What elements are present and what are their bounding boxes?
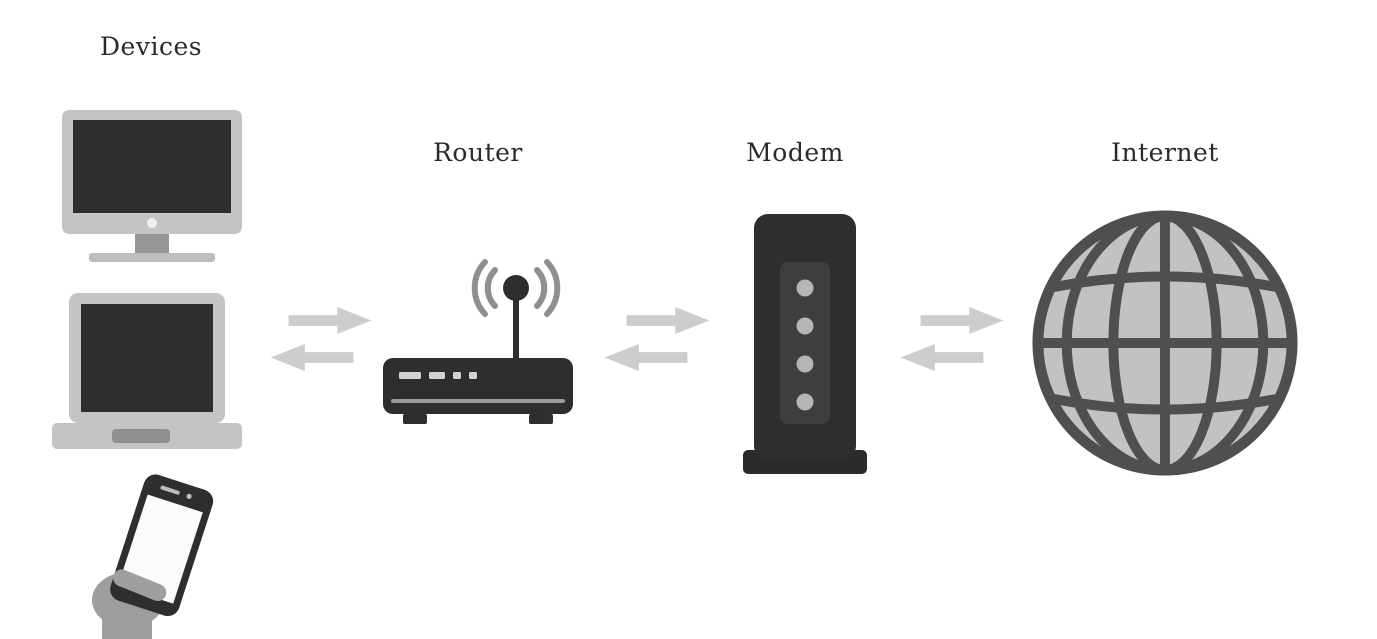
- arrow-left-icon: [896, 344, 988, 371]
- smartphone-in-hand-icon: [78, 468, 223, 639]
- modem-icon: [740, 214, 870, 476]
- wireless-router-icon: [383, 258, 573, 430]
- internet-label: Internet: [1111, 138, 1219, 167]
- arrow-right-icon: [622, 307, 714, 334]
- laptop-icon: [52, 293, 242, 453]
- internet-globe-icon: [1026, 204, 1304, 482]
- router-label: Router: [433, 138, 523, 167]
- arrow-left-icon: [266, 344, 358, 371]
- modem-label: Modem: [746, 138, 844, 167]
- arrow-right-icon: [284, 307, 376, 334]
- desktop-monitor-icon: [62, 110, 242, 262]
- devices-label: Devices: [100, 32, 203, 61]
- arrow-left-icon: [600, 344, 692, 371]
- arrow-right-icon: [916, 307, 1008, 334]
